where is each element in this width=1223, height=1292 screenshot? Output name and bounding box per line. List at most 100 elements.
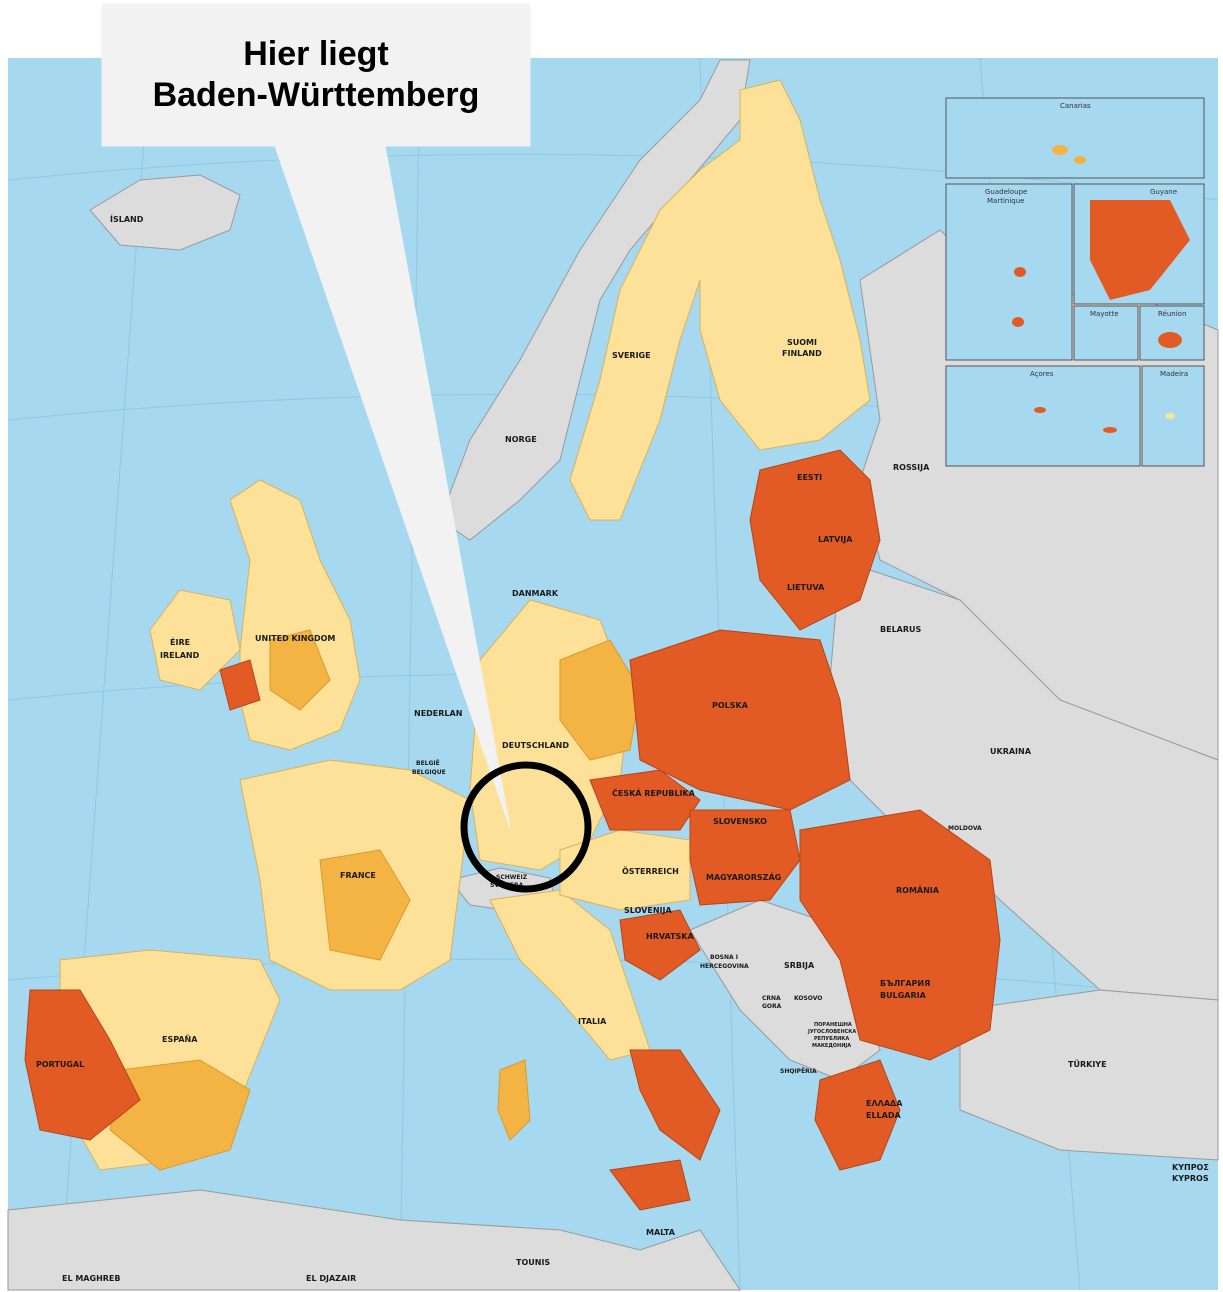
madeira-shape — [1165, 413, 1175, 419]
label-espana: ESPAÑA — [162, 1034, 198, 1044]
label-crna-2: GORA — [762, 1003, 782, 1010]
label-balgarija: БЪЛГАРИЯ — [880, 979, 930, 988]
greece-region — [814, 1059, 901, 1171]
label-srbija: SRBIJA — [784, 961, 815, 970]
inset-panels: Canarias Guadeloupe Martinique Guyane Ma… — [945, 97, 1205, 467]
label-rossija: ROSSIJA — [893, 463, 930, 472]
label-kypros-2: KYPROS — [1172, 1174, 1209, 1183]
ireland-region — [149, 589, 241, 691]
label-crna-1: CRNA — [762, 995, 781, 1002]
canarias-shape — [1052, 145, 1068, 155]
inset-label-guadeloupe: Guadeloupe — [985, 188, 1027, 196]
label-finland: FINLAND — [782, 349, 822, 358]
label-bosna-2: HERCEGOVINA — [700, 963, 749, 970]
croatia-region — [619, 909, 701, 981]
label-nederland: NEDERLAN — [414, 709, 462, 718]
label-latvija: LATVIJA — [818, 535, 853, 544]
inset-label-mayotte: Mayotte — [1090, 310, 1119, 318]
acores-shape — [1034, 407, 1046, 413]
inset-canarias — [945, 97, 1205, 179]
inset-guadeloupe-martinique — [945, 183, 1073, 361]
label-hrvatska: HRVATSKA — [646, 932, 694, 941]
romania-bulgaria-region — [799, 809, 1001, 1061]
iceland-land — [89, 174, 241, 251]
inset-label-canarias: Canarias — [1060, 102, 1091, 110]
label-osterreich: ÖSTERREICH — [622, 866, 679, 876]
sardinia-region — [497, 1059, 531, 1141]
callout-text: Hier liegt Baden-Württemberg — [102, 4, 530, 146]
label-island: ÍSLAND — [110, 213, 144, 224]
south-italy-region — [629, 1049, 721, 1161]
inset-label-guyane: Guyane — [1150, 188, 1177, 196]
inset-acores — [945, 365, 1141, 467]
label-mk-3: РЕПУБЛИКА — [814, 1036, 849, 1042]
inset-label-reunion: Réunion — [1158, 310, 1186, 318]
label-danmark: DANMARK — [512, 589, 559, 598]
label-moldova: MOLDOVA — [948, 825, 982, 832]
label-romania: ROMÂNIA — [896, 884, 940, 895]
label-eesti: EESTI — [797, 473, 822, 482]
eu-regions-medium — [109, 629, 641, 1171]
label-portugal: PORTUGAL — [36, 1060, 84, 1069]
label-ukraina: UKRAINA — [990, 747, 1032, 756]
label-uk: UNITED KINGDOM — [255, 634, 335, 643]
guyane-shape — [1090, 200, 1190, 300]
label-ireland: IRELAND — [160, 651, 200, 660]
france-center-region — [319, 849, 411, 961]
label-belarus: BELARUS — [880, 625, 922, 634]
sicily-region — [609, 1159, 691, 1211]
turkey-land — [959, 989, 1219, 1161]
label-malta: MALTA — [646, 1228, 676, 1237]
label-schweiz: SCHWEIZ — [496, 874, 528, 881]
callout-line-2: Baden-Württemberg — [152, 76, 480, 114]
reunion-shape — [1158, 332, 1182, 348]
germany-east-region — [559, 639, 641, 761]
label-norge: NORGE — [505, 435, 537, 444]
guadeloupe-shape — [1014, 267, 1026, 277]
inset-mayotte — [1073, 305, 1139, 361]
label-ellada-1: ΕΛΛΑΔΑ — [866, 1099, 903, 1108]
label-slovensko: SLOVENSKO — [713, 817, 767, 826]
label-bosna-1: BOSNA I — [710, 954, 738, 961]
label-ellada-2: ELLADA — [866, 1111, 901, 1120]
label-sverige: SVERIGE — [612, 351, 651, 360]
label-slovenija: SLOVENIJA — [624, 906, 672, 915]
label-mk-4: МАКЕДОНИЈА — [812, 1043, 851, 1049]
label-kypros-1: ΚΥΠΡΟΣ — [1172, 1163, 1209, 1172]
martinique-shape — [1012, 317, 1024, 327]
label-deutschland: DEUTSCHLAND — [502, 741, 569, 750]
north-africa-land — [7, 1189, 741, 1291]
label-mk-1: ПОРАНЕШНА — [814, 1022, 852, 1028]
inset-label-madeira: Madeira — [1160, 370, 1188, 378]
uk-south-region — [269, 629, 331, 711]
callout-bubble — [101, 3, 531, 829]
label-belgique: BELGIQUE — [412, 769, 446, 776]
label-suomi: SUOMI — [787, 338, 817, 347]
callout-line-1: Hier liegt — [243, 35, 389, 73]
label-mk-2: ЈУГОСЛОВЕНСКА — [807, 1029, 856, 1035]
label-france: FRANCE — [340, 871, 376, 880]
label-italia: ITALIA — [578, 1017, 607, 1026]
label-kosovo: KOSOVO — [794, 995, 822, 1002]
label-polska: POLSKA — [712, 701, 749, 710]
eu-regions-dark — [24, 449, 1001, 1211]
label-magyarorszag: MAGYARORSZÁG — [706, 871, 781, 882]
label-djazair: EL DJAZAIR — [306, 1274, 356, 1283]
label-belgie: BELGIË — [416, 760, 440, 767]
label-bulgaria: BULGARIA — [880, 991, 927, 1000]
portugal-region — [24, 989, 141, 1141]
label-ceska: ČESKÁ REPUBLIKA — [612, 787, 696, 798]
hungary-slovakia-region — [689, 809, 801, 906]
label-turkiye: TÜRKIYE — [1068, 1059, 1107, 1069]
inset-label-martinique: Martinique — [987, 197, 1024, 205]
inset-label-acores: Açores — [1030, 370, 1054, 378]
wales-region — [219, 659, 261, 711]
location-ring-marker — [460, 761, 592, 893]
label-tounis: TOUNIS — [516, 1258, 550, 1267]
label-lietuva: LIETUVA — [787, 583, 825, 592]
baltics-region — [749, 449, 881, 631]
label-maghreb: EL MAGHREB — [62, 1274, 120, 1283]
spain-south-region — [109, 1059, 251, 1171]
label-shqiperia: SHQIPËRIA — [780, 1068, 817, 1075]
